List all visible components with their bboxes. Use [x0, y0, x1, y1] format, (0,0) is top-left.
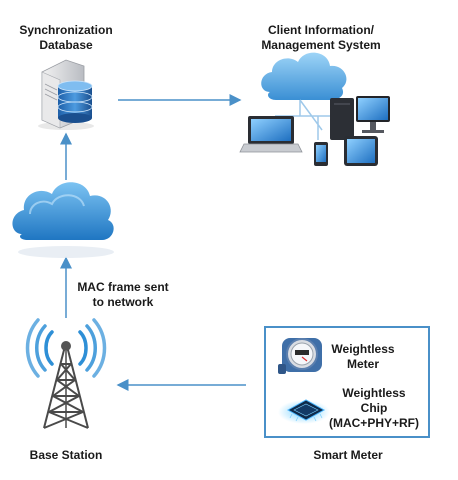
chip-icon: [278, 399, 330, 424]
client-system-label-line1: Client Information/: [268, 23, 374, 37]
smart-meter-box: Weightless Meter Weightless Chip (MAC+PH…: [264, 326, 430, 438]
weightless-chip-label-line1: Weightless: [342, 386, 406, 400]
base-station-label: Base Station: [29, 448, 103, 462]
client-system-label-line2: Management System: [261, 38, 381, 52]
smart-meter-label: Smart Meter: [313, 448, 383, 462]
phone-icon: [314, 142, 328, 166]
mac-frame-label-line1: MAC frame sent: [77, 280, 169, 294]
weightless-chip-label: Weightless Chip (MAC+PHY+RF): [320, 386, 428, 431]
smart-meter-graphics: [278, 338, 330, 424]
cloud-icon: [261, 52, 347, 100]
sync-database-label: Synchronization Database: [6, 23, 126, 53]
weightless-meter-label-line1: Weightless: [331, 342, 395, 356]
tablet-icon: [344, 136, 378, 166]
server-database-icon: [38, 59, 94, 130]
client-system-label: Client Information/ Management System: [246, 23, 396, 53]
weightless-meter-label-line2: Meter: [346, 357, 379, 371]
client-system-icon: [239, 52, 390, 166]
cell-tower-icon: [25, 318, 107, 429]
desktop-computer-icon: [330, 96, 390, 140]
mac-frame-label: MAC frame sent to network: [74, 280, 172, 310]
weightless-chip-label-line3: (MAC+PHY+RF): [328, 416, 419, 430]
signal-waves: [25, 318, 107, 378]
mac-frame-label-line2: to network: [92, 295, 154, 309]
weightless-meter-label: Weightless Meter: [326, 342, 400, 372]
sync-database-label-line2: Database: [39, 38, 93, 52]
sync-database-label-line1: Synchronization: [19, 23, 113, 37]
cloud-icon: [12, 182, 114, 258]
meter-icon: [278, 338, 322, 374]
laptop-icon: [239, 116, 303, 153]
weightless-chip-label-line2: Chip: [360, 401, 388, 415]
